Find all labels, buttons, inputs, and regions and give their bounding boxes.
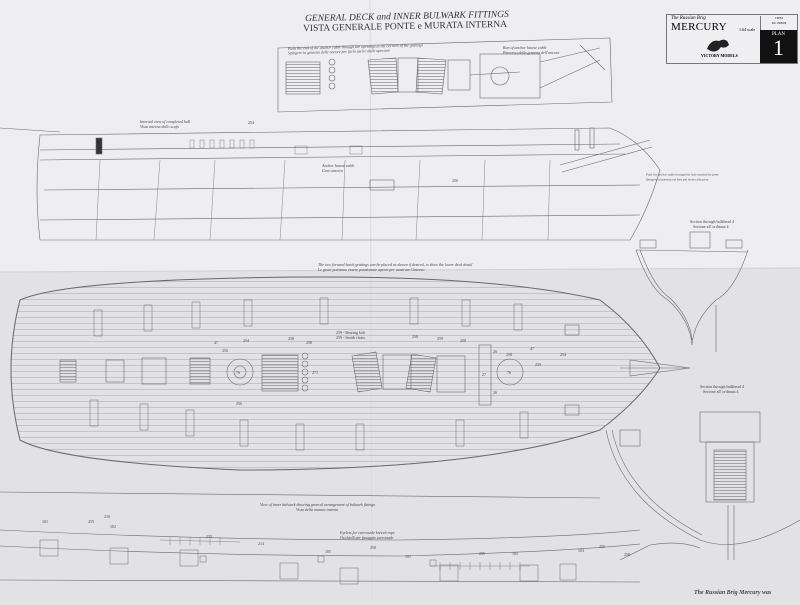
deck-label: 76 bbox=[507, 370, 511, 375]
deck-label: 76 bbox=[236, 370, 240, 375]
title-block: The Russian Brig MERCURY 1:64 scale ITEM… bbox=[666, 14, 798, 64]
deck-label: 254 bbox=[560, 352, 566, 357]
caption-gratings-it: Le grate potranno essere posizionate ape… bbox=[318, 267, 425, 272]
deck-label: 271 bbox=[312, 370, 318, 375]
bulwark-label: 210 bbox=[104, 514, 110, 519]
deck-label: 259 - Smith cleats bbox=[336, 335, 365, 340]
deck-label: 47 bbox=[530, 346, 534, 351]
caption-gratings-en: The two forward hatch gratings can be pl… bbox=[318, 262, 473, 267]
item-label: ITEM bbox=[775, 16, 783, 20]
item-code: Kit 1308/06 bbox=[771, 21, 787, 25]
deck-label: 27 bbox=[482, 372, 486, 377]
deck-label: 256 bbox=[236, 401, 242, 406]
profile-label: 254 bbox=[248, 120, 254, 125]
bulwark-label: 255 bbox=[599, 544, 605, 549]
bulwark-label: 101 bbox=[405, 554, 411, 559]
inner-bulwark-view bbox=[0, 491, 701, 585]
bulwark-label: 103 bbox=[578, 548, 584, 553]
footer-text: The Russian Brig Mercury was bbox=[694, 590, 772, 596]
caption-run-cable-it: Percorso della gomena dell'ancora bbox=[503, 50, 560, 55]
caption-bulwark-en: View of inner bulwark showing general ar… bbox=[260, 502, 375, 507]
plan-label: PLAN bbox=[771, 32, 786, 37]
deck-label: 259 bbox=[535, 362, 541, 367]
deck-label: 258 bbox=[306, 340, 312, 345]
caption-eyelets-it: Occhielli per fasaggio carronade bbox=[340, 535, 394, 540]
caption-push-anchor-it: Spingere la gomena nel foro più vicino a… bbox=[646, 177, 709, 182]
bulwark-label: 102 bbox=[110, 524, 116, 529]
caption-anchor-hawse-it: Cavo ancora bbox=[322, 168, 343, 173]
caption-section1-it: Sezione all' ordinata 4 bbox=[693, 224, 729, 229]
bulwark-label: 255 bbox=[479, 551, 485, 556]
item-box: ITEM Kit 1308/06 bbox=[760, 16, 797, 31]
caption-internal-view-en: Internal view of completed hull bbox=[140, 119, 190, 124]
bulwark-label: 105 bbox=[512, 551, 518, 556]
deck-label: 259 bbox=[437, 336, 443, 341]
caption-internal-view-it: Vista interna dello scafo bbox=[140, 124, 179, 129]
deck-label: 26 bbox=[493, 349, 497, 354]
caption-anchor-hawse-en: Anchor hawse cable bbox=[322, 163, 355, 168]
deck-label: 258 bbox=[460, 338, 466, 343]
deck-plan-view bbox=[10, 276, 691, 471]
scale-label: 1:64 scale bbox=[739, 27, 756, 32]
deck-label: 254 bbox=[243, 338, 249, 343]
ship-subtitle: The Russian Brig bbox=[671, 16, 706, 21]
anchor-cable-detail bbox=[277, 37, 613, 113]
deck-label: 26 bbox=[493, 390, 497, 395]
caption-push-anchor-en: Push the anchor cable through the hole n… bbox=[646, 172, 719, 177]
bulwark-label: 258 bbox=[624, 552, 630, 557]
section-view-lower bbox=[605, 411, 800, 560]
fold-line bbox=[0, 267, 800, 273]
caption-eyelets-en: Eyelets for carronade breech rope bbox=[340, 530, 395, 535]
bulwark-label: 214 bbox=[258, 541, 264, 546]
caption-section2-it: Sezione all' ordinata 4 bbox=[703, 389, 739, 394]
bulwark-label: 255 bbox=[206, 534, 212, 539]
hull-profile-view bbox=[0, 127, 661, 241]
ship-name: MERCURY bbox=[671, 21, 727, 33]
victory-models-logo-icon bbox=[707, 39, 729, 52]
deck-label: 47 bbox=[214, 340, 218, 345]
bulwark-label: 105 bbox=[325, 549, 331, 554]
bulwark-label: 101 bbox=[42, 519, 48, 524]
plan-number-box: PLAN 1 bbox=[760, 30, 797, 63]
deck-label: 259 - Bearing bolt bbox=[336, 330, 366, 335]
profile-label: 256 bbox=[452, 178, 458, 183]
deck-label: 258 bbox=[412, 334, 418, 339]
caption-run-cable-en: Run of anchor hawse cable bbox=[503, 45, 547, 50]
caption-section1-en: Section through bulkhead 4 bbox=[690, 219, 735, 224]
deck-label: 258 bbox=[506, 352, 512, 357]
deck-label: 258 bbox=[288, 336, 294, 341]
plan-number: 1 bbox=[773, 35, 784, 60]
caption-section2-en: Section through bulkhead 4 bbox=[700, 384, 745, 389]
section-view-upper bbox=[635, 231, 749, 352]
brand-name: VICTORY MODELS bbox=[701, 53, 738, 58]
bulwark-label: 255 bbox=[88, 519, 94, 524]
deck-label: 256 bbox=[222, 348, 228, 353]
caption-bulwark-it: Vista della murata interna bbox=[296, 507, 339, 512]
bulwark-label: 258 bbox=[370, 545, 376, 550]
